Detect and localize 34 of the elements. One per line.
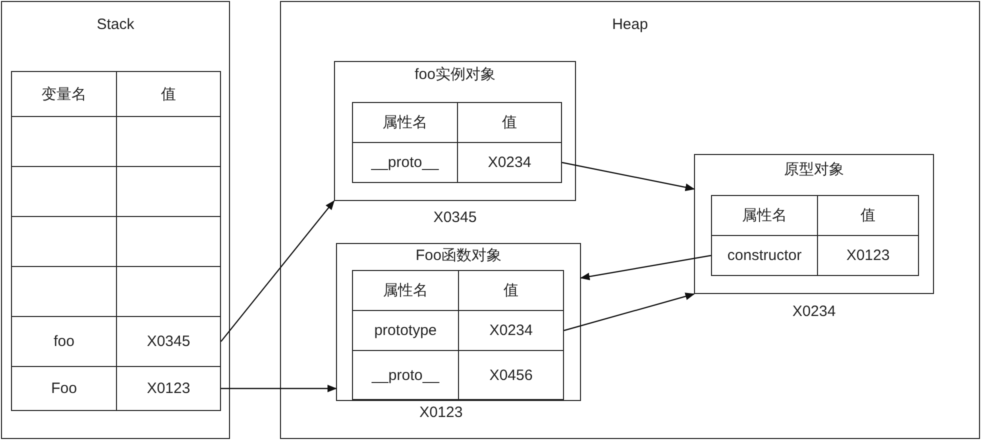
table-cell: X0123 bbox=[817, 235, 919, 276]
panel-title: Heap bbox=[612, 16, 648, 33]
table-cell: X0123 bbox=[116, 366, 221, 411]
heap-panel bbox=[280, 1, 980, 439]
table-cell: 值 bbox=[458, 270, 564, 311]
table-cell: 属性名 bbox=[711, 195, 818, 236]
address-label: X0123 bbox=[418, 404, 464, 421]
panel-title: Stack bbox=[96, 16, 134, 33]
table-cell: 值 bbox=[457, 102, 562, 143]
table-cell: __proto__ bbox=[352, 142, 458, 183]
box-title: Foo函数对象 bbox=[416, 246, 502, 265]
arrow bbox=[580, 254, 712, 280]
arrow bbox=[562, 162, 695, 192]
address-label: X0234 bbox=[791, 303, 837, 320]
table-cell: X0456 bbox=[458, 350, 564, 400]
object-box bbox=[336, 243, 581, 401]
address-label: X0345 bbox=[432, 209, 478, 226]
table-cell: constructor bbox=[711, 235, 818, 276]
table-cell: X0234 bbox=[457, 142, 562, 183]
arrow bbox=[220, 200, 335, 342]
table-cell: __proto__ bbox=[352, 350, 459, 400]
stack-panel bbox=[1, 1, 230, 439]
object-box bbox=[694, 154, 934, 294]
table-cell: 值 bbox=[116, 71, 221, 117]
box-title: 原型对象 bbox=[784, 160, 844, 179]
box-title: foo实例对象 bbox=[414, 65, 496, 84]
table-cell: 属性名 bbox=[352, 102, 458, 143]
object-box bbox=[334, 61, 576, 201]
arrow bbox=[564, 292, 695, 332]
arrow bbox=[221, 384, 337, 392]
table-cell: 属性名 bbox=[352, 270, 459, 311]
table-cell: 值 bbox=[817, 195, 919, 236]
table-cell: 变量名 bbox=[11, 71, 117, 117]
table-cell: Foo bbox=[11, 366, 117, 411]
